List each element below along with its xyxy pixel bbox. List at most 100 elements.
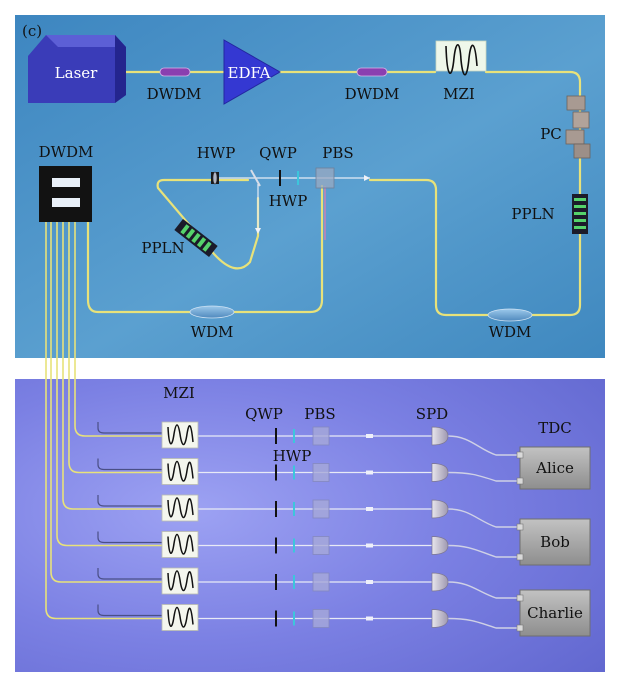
fiber-collimator: [366, 580, 373, 584]
pbs-label-lower: PBS: [304, 405, 335, 423]
mzi-channel: [161, 604, 199, 631]
tdc-user-label: Alice: [535, 459, 574, 477]
dwdm-coupler-2: [356, 67, 388, 77]
fiber-collimator: [366, 434, 373, 438]
hwp-plate: [293, 538, 295, 553]
pbs-cube: [312, 572, 330, 592]
free-space-optics: [211, 167, 370, 234]
channel-shadow-line: [97, 422, 162, 434]
mzi-channel: [161, 458, 199, 485]
spd-detector: [431, 499, 449, 519]
detector-cable: [447, 544, 520, 558]
qwp-plate: [275, 610, 277, 627]
ppln-crystal-loop: [174, 218, 218, 258]
tdc-box: Alice: [516, 446, 591, 490]
channel-shadow-line: [97, 604, 162, 617]
qwp-plate: [275, 574, 277, 590]
polarization-controller: [565, 95, 591, 159]
spd-detector: [431, 572, 449, 592]
channel-fiber: [50, 380, 162, 583]
pbs-cube: [312, 426, 330, 446]
hwp-plate: [293, 429, 295, 443]
mzi-label-upper: MZI: [443, 85, 475, 103]
panel-tag: (c): [22, 22, 42, 40]
tdc-user-label: Bob: [540, 533, 570, 551]
fiber-collimator: [366, 507, 373, 511]
channel-shadow-line: [97, 531, 162, 544]
mzi-channel: [161, 531, 199, 558]
channel-fiber: [56, 380, 162, 547]
pbs-label-top: PBS: [322, 144, 353, 162]
channel-fiber: [62, 380, 162, 510]
tdc-box: Charlie: [516, 589, 591, 637]
lower-panel: [15, 379, 605, 672]
wdm-right: [487, 308, 533, 322]
channel-fiber: [45, 380, 162, 620]
channel-fiber: [74, 380, 162, 437]
fiber-collimator: [366, 616, 373, 621]
pbs-cube: [312, 536, 330, 555]
pbs-cube: [312, 609, 330, 628]
hwp-plate: [293, 465, 295, 480]
qwp-plate: [275, 428, 277, 444]
detector-cable: [447, 471, 520, 482]
mzi-channel: [161, 567, 199, 595]
pbs-cube: [312, 463, 330, 482]
ppln-label-right: PPLN: [511, 205, 554, 223]
mzi-channel: [161, 421, 199, 449]
qwp-plate: [275, 537, 277, 554]
demux-output-fibers: [45, 222, 76, 380]
channel-shadow-line: [97, 458, 162, 471]
spd-detector: [431, 536, 449, 555]
ppln-crystal-right: [572, 194, 588, 234]
lower-channel-optics: [161, 421, 449, 631]
wdm-label-right: WDM: [489, 323, 532, 341]
wdm-label-left: WDM: [191, 323, 234, 341]
hwp-label-top: HWP: [197, 144, 236, 162]
detector-cable: [447, 435, 520, 456]
dwdm-label-2: DWDM: [345, 85, 400, 103]
tdc-box: Bob: [516, 518, 591, 566]
hwp-plate: [293, 502, 295, 516]
pc-label: PC: [540, 125, 562, 143]
mzi-label-lower: MZI: [163, 384, 195, 402]
ppln-label-loop: PPLN: [141, 239, 184, 257]
hwp-plate: [293, 575, 295, 589]
edfa-amplifier: EDFA: [223, 39, 282, 105]
pbs-cube: [312, 499, 330, 519]
hwp-plate: [293, 611, 295, 626]
qwp-plate: [275, 464, 277, 481]
upper-free-space-beams: [215, 177, 370, 240]
wdm-left: [189, 305, 235, 319]
tdc-label: TDC: [538, 419, 572, 437]
fiber-collimator: [366, 543, 373, 548]
dwdm-demux-label: DWDM: [39, 143, 94, 161]
spd-label: SPD: [416, 405, 448, 423]
edfa-label: EDFA: [228, 64, 271, 82]
laser-source: Laser: [28, 35, 126, 103]
channel-shadow-line: [97, 568, 162, 580]
spd-detector: [431, 426, 449, 446]
qwp-label-top: QWP: [259, 144, 297, 162]
channel-shadow-line: [97, 495, 162, 507]
spd-detector: [431, 609, 449, 628]
hwp-label-mid: HWP: [269, 192, 308, 210]
laser-label: Laser: [55, 64, 98, 82]
dwdm-label-1: DWDM: [147, 85, 202, 103]
detector-cable: [447, 617, 520, 629]
channel-fiber: [68, 380, 162, 474]
detector-cable: [447, 581, 520, 599]
spd-detector: [431, 463, 449, 482]
mzi-channel: [161, 494, 199, 522]
fiber-collimator: [366, 470, 373, 475]
qwp-plate: [275, 501, 277, 517]
mzi-upper: [435, 40, 487, 76]
detector-cable: [447, 508, 520, 528]
qwp-label-lower: QWP: [245, 405, 283, 423]
hwp-label-lower: HWP: [273, 447, 312, 465]
tdc-user-label: Charlie: [527, 604, 583, 622]
dwdm-coupler-1: [159, 67, 191, 77]
